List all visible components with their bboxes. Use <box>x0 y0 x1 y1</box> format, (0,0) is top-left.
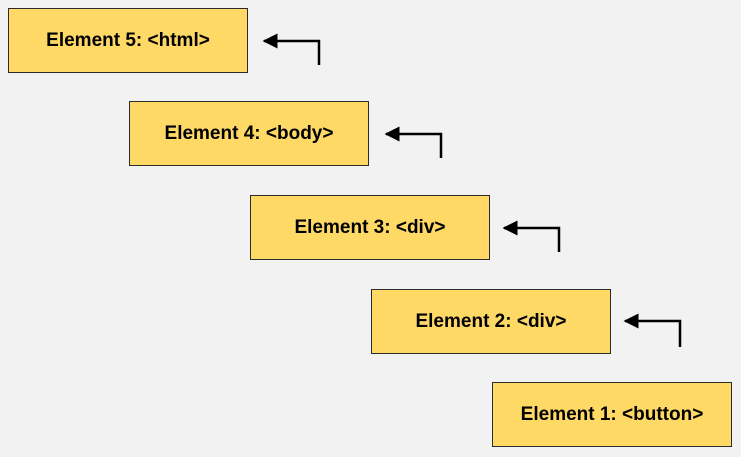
element-3-box: Element 3: <div> <box>250 195 490 260</box>
element-5-box: Element 5: <html> <box>8 8 248 73</box>
element-2-label: Element 2: <div> <box>415 310 567 332</box>
element-5-label: Element 5: <html> <box>46 29 210 51</box>
arrow-1-to-2 <box>623 313 682 347</box>
element-3-label: Element 3: <div> <box>294 216 446 238</box>
arrow-3-to-4 <box>384 126 443 158</box>
element-1-box: Element 1: <button> <box>492 382 732 447</box>
element-4-box: Element 4: <body> <box>129 101 369 166</box>
arrow-4-to-5 <box>262 33 321 65</box>
arrow-2-to-3 <box>502 220 561 252</box>
element-2-box: Element 2: <div> <box>371 289 611 354</box>
element-4-label: Element 4: <body> <box>164 122 334 144</box>
element-1-label: Element 1: <button> <box>520 403 704 425</box>
